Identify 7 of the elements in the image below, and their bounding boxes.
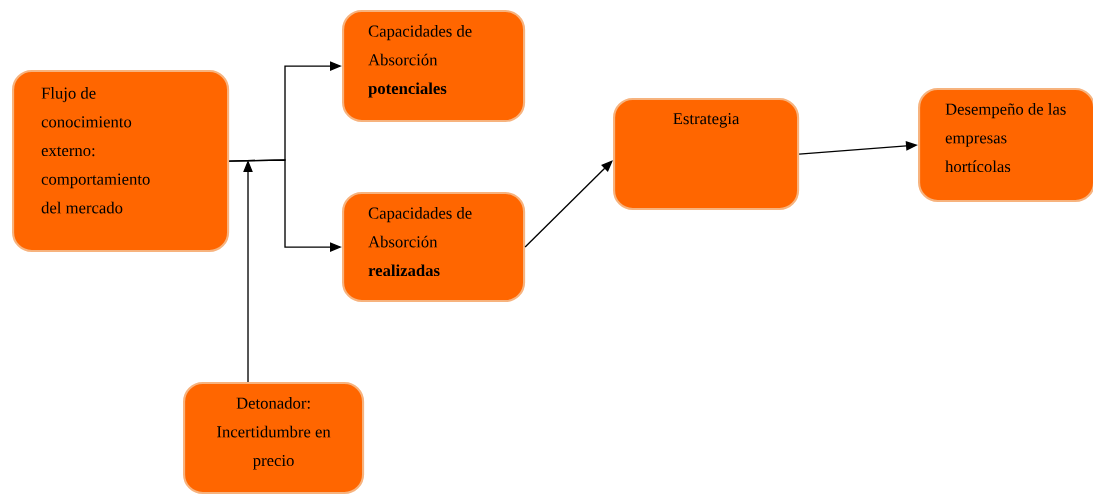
arrow (524, 160, 613, 248)
process-box: Flujo de conocimiento externo: comportamiento del mercado (12, 70, 230, 253)
process-box: Detonador: Incertidumbre en precio (183, 382, 365, 495)
process-box: Capacidades de Absorción potenciales (342, 10, 526, 123)
process-box: Desempeño de las empresas hortícolas (918, 88, 1093, 203)
process-box: Capacidades de Absorción realizadas (342, 192, 526, 303)
process-box: Estrategia (613, 98, 800, 211)
